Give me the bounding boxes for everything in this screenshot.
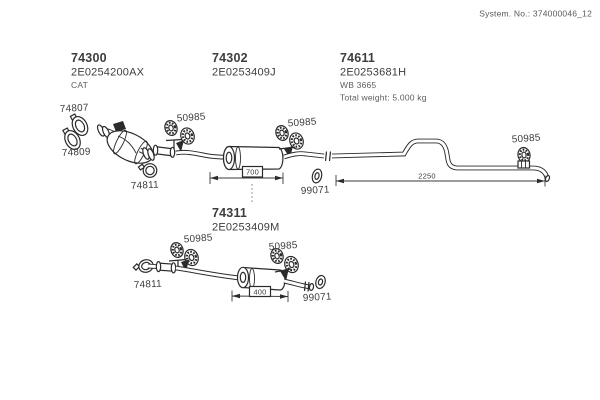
- callout-74809[interactable]: 74809: [62, 146, 92, 159]
- hanger-bracket-lower-right: [274, 268, 292, 281]
- variant-part-number-74300[interactable]: 2E0254200AX: [71, 67, 145, 79]
- tailpipe-drawing: [331, 138, 551, 183]
- callout-50985-upper-left[interactable]: 50985: [176, 111, 206, 124]
- hanger-bracket-upper-left: [165, 138, 184, 152]
- variant-block-74611: 74611 2E0253681H WB 3665 Total weight: 5…: [340, 51, 427, 103]
- callout-50985-lower-right[interactable]: 50985: [268, 240, 298, 253]
- variant-ref-74302[interactable]: 74302: [212, 51, 248, 65]
- hanger-grommet-lower-left-1: [170, 242, 184, 258]
- callout-50985-lower-left[interactable]: 50985: [183, 232, 213, 245]
- clamp-74811-upper: [137, 163, 158, 178]
- pipe-gasket-99071-lower: [315, 274, 326, 290]
- variant-part-number-74311[interactable]: 2E0253409M: [212, 222, 279, 234]
- dimension-400: 400: [231, 285, 289, 302]
- variant-ref-74611[interactable]: 74611: [340, 51, 375, 65]
- hanger-grommet-lower-right-1: [270, 248, 284, 264]
- dimension-700: 700: [209, 165, 284, 184]
- front-flange-ring-74809: [62, 127, 81, 151]
- callout-50985-rear[interactable]: 50985: [511, 132, 541, 145]
- hanger-grommet-upper-right-1: [275, 125, 289, 141]
- callout-74811-lower[interactable]: 74811: [134, 279, 163, 291]
- hanger-grommet-upper-left-2: [180, 127, 195, 145]
- center-muffler-drawing: [222, 145, 284, 171]
- hanger-grommet-upper-left-1: [164, 120, 178, 136]
- variant-part-number-74611[interactable]: 2E0253681H: [340, 67, 406, 79]
- variant-block-74300: 74300 2E0254200AX CAT: [71, 51, 145, 90]
- variant-note-cat: CAT: [71, 80, 88, 90]
- hanger-grommet-lower-left-2: [184, 248, 199, 267]
- front-pipe-sleeve-lower: [147, 261, 177, 274]
- callout-99071-upper[interactable]: 99071: [301, 184, 331, 197]
- system-number: System. No.: 374000046_12: [479, 9, 592, 19]
- variant-total-weight: Total weight: 5.000 kg: [340, 93, 427, 103]
- dimension-2250: 2250: [335, 172, 546, 187]
- variant-ref-74311[interactable]: 74311: [212, 206, 247, 220]
- dimension-2250-label: 2250: [418, 172, 436, 181]
- rear-pipe-end: [308, 283, 315, 291]
- catalytic-converter-drawing: [96, 121, 155, 165]
- variant-block-74302: 74302 2E0253409J: [212, 51, 276, 79]
- hanger-grommet-rear: [517, 146, 531, 164]
- dimension-400-label: 400: [253, 288, 266, 297]
- front-pipe-sleeve: [152, 144, 176, 158]
- callout-74811-upper[interactable]: 74811: [131, 180, 160, 192]
- variant-wheelbase: WB 3665: [340, 80, 376, 90]
- hanger-clamp-rear: [517, 160, 531, 169]
- callout-74807[interactable]: 74807: [60, 102, 90, 115]
- variant-part-number-74302[interactable]: 2E0253409J: [212, 67, 276, 79]
- dimension-700-label: 700: [246, 168, 259, 177]
- callout-50985-upper-right[interactable]: 50985: [287, 116, 317, 129]
- callout-99071-lower[interactable]: 99071: [303, 291, 333, 304]
- pipe-joint-ticks-lower: [303, 281, 310, 292]
- hanger-grommet-upper-right-2: [289, 132, 304, 150]
- front-flange-ring-74807: [69, 113, 89, 137]
- pipe-gasket-99071-upper: [311, 168, 323, 184]
- variant-block-74311: 74311 2E0253409M: [212, 206, 279, 234]
- variant-ref-74300[interactable]: 74300: [71, 51, 107, 65]
- pipe-joint-ticks-upper: [324, 151, 332, 162]
